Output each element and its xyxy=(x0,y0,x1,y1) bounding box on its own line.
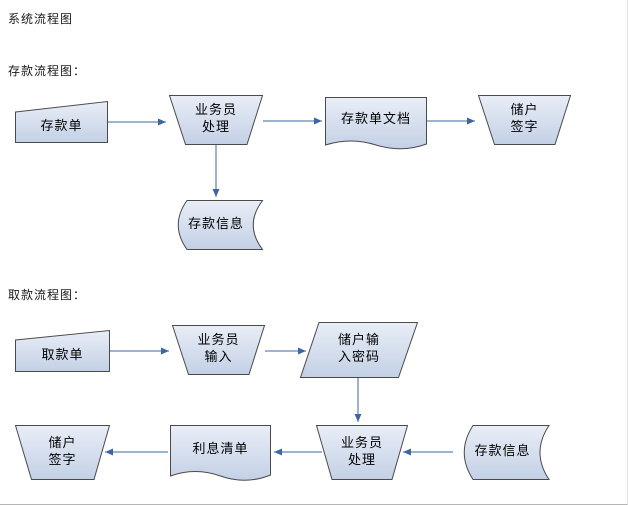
manual-operation-shape xyxy=(477,95,572,145)
manual-operation-shape xyxy=(168,95,264,145)
deposit-flow-title: 存款流程图： xyxy=(8,64,87,78)
node-deposit-info-deposit: 存款信息 xyxy=(169,200,264,250)
manual-operation-shape xyxy=(315,425,409,480)
node-depositor-sign-withdraw: 储户 签字 xyxy=(14,425,111,480)
parallelogram-shape xyxy=(299,322,419,378)
node-clerk-input: 业务员 输入 xyxy=(171,325,266,375)
node-depositor-sign-deposit: 储户 签字 xyxy=(477,95,572,145)
node-deposit-slip: 存款单 xyxy=(15,100,108,143)
document-shape xyxy=(170,425,271,481)
node-clerk-process-withdraw: 业务员 处理 xyxy=(315,425,409,480)
manual-input-shape xyxy=(15,100,108,143)
withdraw-flow-title: 取款流程图： xyxy=(8,288,87,302)
node-deposit-doc: 存款单文档 xyxy=(325,97,427,155)
node-enter-password: 储户输 入密码 xyxy=(299,322,419,378)
document-shape xyxy=(325,97,427,150)
node-deposit-info-withdraw: 存款信息 xyxy=(455,425,550,480)
node-withdraw-slip: 取款单 xyxy=(15,329,110,372)
page-title: 系统流程图 xyxy=(8,12,74,26)
stored-data-shape xyxy=(463,425,550,480)
manual-operation-shape xyxy=(14,425,111,480)
stored-data-shape xyxy=(177,200,264,250)
manual-operation-shape xyxy=(171,325,266,375)
node-interest-list: 利息清单 xyxy=(170,425,271,487)
node-clerk-process-deposit: 业务员 处理 xyxy=(168,95,264,145)
manual-input-shape xyxy=(15,329,110,372)
